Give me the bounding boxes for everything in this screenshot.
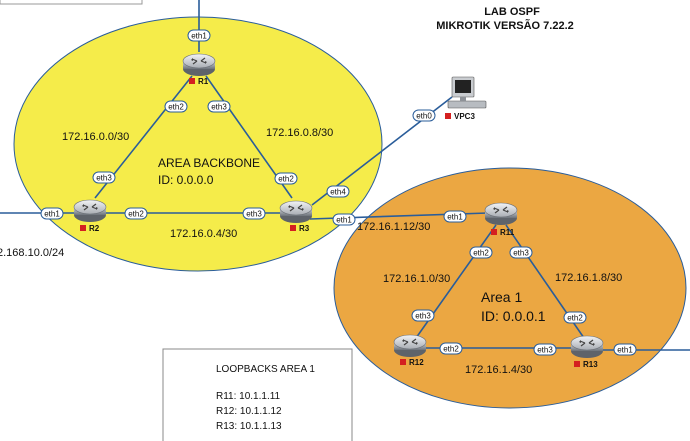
if-r11-left: eth1 [443,210,467,223]
if-r2-left: eth1 [40,207,64,220]
svg-text:eth3: eth3 [537,346,553,355]
if-r1-left: eth2 [164,100,188,113]
host-marker [445,113,451,119]
host-vpc3[interactable]: VPC3 [445,76,487,121]
if-r13-left: eth3 [533,343,557,356]
router-label-r2: R2 [89,224,100,233]
if-r2-top: eth3 [92,171,116,184]
router-r12[interactable]: R12 [393,334,427,367]
if-vpc3: eth0 [412,109,436,122]
net-r2-external: 2.168.10.0/24 [0,247,64,259]
area1-id: ID: 0.0.0.1 [481,308,546,324]
if-r2-right: eth2 [124,207,148,220]
if-r1-right: eth3 [207,100,231,113]
backbone-area-id: ID: 0.0.0.0 [158,173,214,187]
loopback-line: R13: 10.1.1.13 [216,421,282,432]
svg-text:eth2: eth2 [128,210,144,219]
svg-text:eth1: eth1 [44,210,60,219]
router-marker [189,78,195,84]
if-r11-downright: eth3 [509,246,533,259]
interface-labels: eth1 eth2 eth3 eth3 eth1 eth2 eth2 eth4 … [40,29,637,356]
backbone-area-name: AREA BACKBONE [158,156,260,170]
if-r12-right: eth2 [439,342,463,355]
area1-name: Area 1 [481,289,522,305]
svg-text:eth1: eth1 [336,216,352,225]
if-r12-top: eth3 [411,309,435,322]
net-r2-r3: 172.16.0.4/30 [170,228,237,240]
svg-text:eth1: eth1 [191,32,207,41]
net-r12-r13: 172.16.1.4/30 [465,364,532,376]
svg-text:eth4: eth4 [330,188,346,197]
router-r1[interactable]: R1 [182,53,216,86]
loopback-line: R11: 10.1.1.11 [216,391,281,402]
net-r11-r12: 172.16.1.0/30 [383,273,450,285]
net-r3-r11: 172.16.1.12/30 [357,221,430,233]
router-r11[interactable]: R11 [484,202,518,237]
if-r3-top: eth2 [274,172,298,185]
router-label-r1: R1 [198,77,209,86]
svg-text:eth3: eth3 [246,210,262,219]
router-label-r3: R3 [299,224,310,233]
if-r13-top: eth2 [563,311,587,324]
if-r11-downleft: eth2 [469,246,493,259]
svg-text:eth3: eth3 [415,312,431,321]
router-marker [491,229,497,235]
router-marker [80,225,86,231]
title-line1: LAB OSPF [484,6,540,18]
partial-frame [0,0,143,5]
net-r1-r2: 172.16.0.0/30 [62,131,129,143]
if-r13-right: eth1 [613,343,637,356]
svg-text:eth1: eth1 [447,213,463,222]
net-r11-r13: 172.16.1.8/30 [555,272,622,284]
loopbacks-box: LOOPBACKS AREA 1 R11: 10.1.1.11 R12: 10.… [162,348,353,441]
svg-text:eth0: eth0 [416,112,432,121]
keyboard-icon [447,100,487,109]
svg-text:eth3: eth3 [513,249,529,258]
router-label-r13: R13 [583,360,598,369]
router-label-r11: R11 [500,228,515,237]
router-marker [574,361,580,367]
if-r3-left: eth3 [242,207,266,220]
svg-text:eth2: eth2 [567,314,583,323]
router-marker [290,225,296,231]
svg-text:eth2: eth2 [168,103,184,112]
net-r1-r3: 172.16.0.8/30 [266,127,333,139]
svg-text:eth3: eth3 [211,103,227,112]
router-marker [400,359,406,365]
svg-text:eth1: eth1 [617,346,633,355]
if-r3-upright: eth4 [326,185,350,198]
router-r2[interactable]: R2 [73,199,107,233]
loopbacks-heading: LOOPBACKS AREA 1 [216,364,315,375]
router-label-r12: R12 [409,358,424,367]
loopback-line: R12: 10.1.1.12 [216,406,282,417]
if-r3-right: eth1 [332,213,356,226]
host-label-vpc3: VPC3 [454,112,475,121]
svg-text:eth3: eth3 [96,174,112,183]
title-line2: MIKROTIK VERSÃO 7.22.2 [436,19,574,32]
router-r13[interactable]: R13 [570,335,604,369]
svg-text:eth2: eth2 [278,175,294,184]
router-r3[interactable]: R3 [279,200,313,233]
if-r1-top: eth1 [187,29,211,42]
svg-text:eth2: eth2 [473,249,489,258]
svg-text:eth2: eth2 [443,345,459,354]
